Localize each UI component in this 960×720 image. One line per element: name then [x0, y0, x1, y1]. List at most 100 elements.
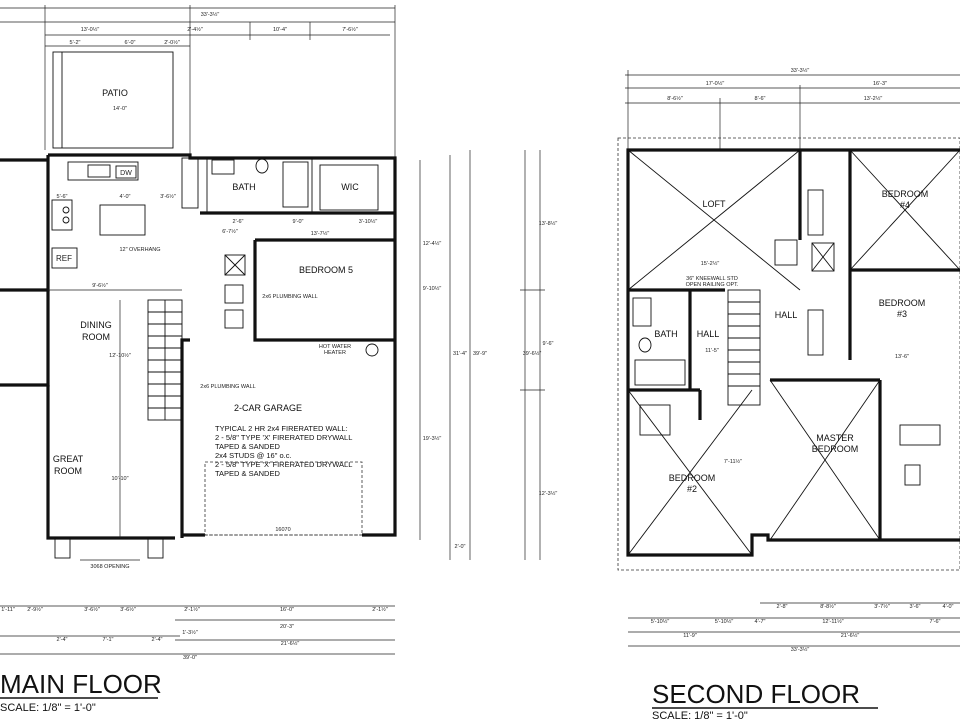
column [54, 537, 71, 559]
dimension-text: 6'-7½" [222, 228, 238, 235]
bedroom-5-wall [253, 240, 395, 342]
dimension-text: 3'-6½" [160, 193, 176, 200]
hall-label: HALL [697, 329, 720, 339]
chase [774, 239, 798, 266]
second-floor-scale: SCALE: 1/8" = 1'-0" [652, 710, 748, 720]
dimension-text: 39'-0" [183, 655, 197, 661]
bath-label: BATH [232, 182, 255, 192]
dimension-text: 13'-8½" [539, 220, 558, 227]
dryer [224, 309, 244, 329]
kitchen-counter [67, 161, 139, 181]
bath-room [206, 157, 313, 214]
dimension-text: 4'-7" [755, 619, 766, 625]
second-floor-plan: 33'-3½" 17'-0½" 16'-3" 8'-6½" 8'-6" 13'-… [520, 67, 960, 720]
dimension-text: 15'-2½" [701, 260, 720, 267]
dimension-text: 12'-11½" [822, 618, 843, 625]
overhang-note: 12" OVERHANG [119, 247, 160, 253]
roof-ridge-line [769, 379, 881, 541]
sink [87, 164, 111, 178]
dimension-text: 2'-4" [152, 637, 163, 643]
dimension-text: 2'-0" [455, 544, 466, 550]
bedroom-2-label: BEDROOM [669, 473, 716, 483]
dimension-text: 2'-4" [57, 637, 68, 643]
firewall-note: TYPICAL 2 HR 2x4 FIRERATED WALL: [215, 424, 348, 433]
dimension-text: 1'-3½" [182, 629, 198, 636]
dimension-text: 6'-0" [125, 40, 136, 46]
roof-ridge-line [627, 149, 801, 291]
dimension-text: 2'-4½" [187, 26, 203, 33]
dimension-text: 8'-6½" [667, 95, 683, 102]
wic-label: WIC [341, 182, 359, 192]
bedroom-2-label: #2 [687, 484, 697, 494]
dimension-text: 13'-2½" [864, 95, 883, 102]
dimension-text: 2'-9½" [27, 606, 43, 613]
firewall-note: TAPED & SANDED [215, 442, 280, 451]
exterior-wall [46, 385, 175, 540]
dimension-text: 33'-3½" [791, 646, 810, 653]
closet [181, 157, 199, 209]
toilet [638, 337, 652, 353]
dimension-text: 4'-0" [943, 604, 954, 610]
dimension-text: 3'-6½" [84, 606, 100, 613]
dimension-text: 5'-10½" [651, 618, 670, 625]
dishwasher-label: DW [120, 170, 132, 177]
master-vanity [904, 464, 921, 486]
main-floor-title: MAIN FLOOR [0, 669, 162, 699]
dimension-text: 39'-6½" [523, 350, 542, 357]
dimension-text: 3'-6" [910, 604, 921, 610]
dimension-text: 9'-10½" [423, 285, 442, 292]
firewall-note: TAPED & SANDED [215, 469, 280, 478]
water-heater [365, 343, 379, 357]
dimension-text: 9'-6½" [92, 282, 108, 289]
dimension-text: 13'-7½" [311, 230, 330, 237]
dimension-text: 7'-1" [103, 637, 114, 643]
dimension-text: 2'-0½" [164, 39, 180, 46]
roof-outline [617, 137, 960, 571]
dimension-text: 11'-5" [705, 348, 719, 354]
master-label: MASTER [816, 433, 854, 443]
bathtub [282, 161, 309, 208]
dining-label: ROOM [82, 332, 110, 342]
firewall-note: 2x4 STUDS @ 16" o.c. [215, 451, 292, 460]
linen-closet [811, 242, 835, 272]
bath-label: BATH [654, 329, 677, 339]
garage-wall [180, 338, 190, 538]
dimension-text: 8'-8½" [820, 603, 836, 610]
dimension-text: 7'-6½" [342, 26, 358, 33]
dimension-text: 16'-0" [280, 607, 294, 613]
wic-room [319, 164, 379, 211]
exterior-wall [0, 290, 50, 387]
burner [62, 216, 70, 224]
dimension-text: 33'-3½" [791, 67, 810, 74]
dimension-text: 31'-4" [453, 351, 467, 357]
mechanical [224, 254, 246, 276]
dimension-text: 13'-6" [895, 354, 909, 360]
main-floor-scale: SCALE: 1/8" = 1'-0" [0, 702, 96, 714]
dimension-text: 2'-6" [233, 219, 244, 225]
bedroom-4-label: BEDROOM [882, 189, 929, 199]
refrigerator-label: REF [56, 254, 72, 263]
patio-label: PATIO [102, 88, 128, 98]
dimension-text: 7'-6" [930, 619, 941, 625]
dimension-text: 2'-8" [777, 604, 788, 610]
dimension-text: 2'-1½" [372, 606, 388, 613]
kneewall-note: 36" KNEEWALL STD [686, 276, 738, 282]
dimension-text: 21'-6½" [281, 640, 300, 647]
linen-x [811, 242, 835, 272]
dimension-text: 11'-9" [683, 633, 697, 639]
main-floor-plan: 33'-3½" 13'-0½" 2'-4½" 10'-4" 7'-6½" 5'-… [0, 5, 487, 714]
bedroom-4-label: #4 [900, 200, 910, 210]
dimension-text: 3'-6½" [120, 606, 136, 613]
water-heater-label: HOT WATER [319, 344, 351, 350]
dimension-text: 9'-6" [543, 341, 554, 347]
kneewall-note: OPEN RAILING OPT. [686, 282, 739, 288]
roof-ridge-line [627, 389, 753, 556]
garage-label: 2-CAR GARAGE [234, 403, 302, 413]
opening-label: 3068 OPENING [90, 564, 129, 570]
patio-outline [52, 51, 174, 149]
dimension-text: 5'-10½" [715, 618, 734, 625]
master-label: BEDROOM [812, 444, 859, 454]
toilet [255, 158, 269, 174]
great-room-label: ROOM [54, 466, 82, 476]
